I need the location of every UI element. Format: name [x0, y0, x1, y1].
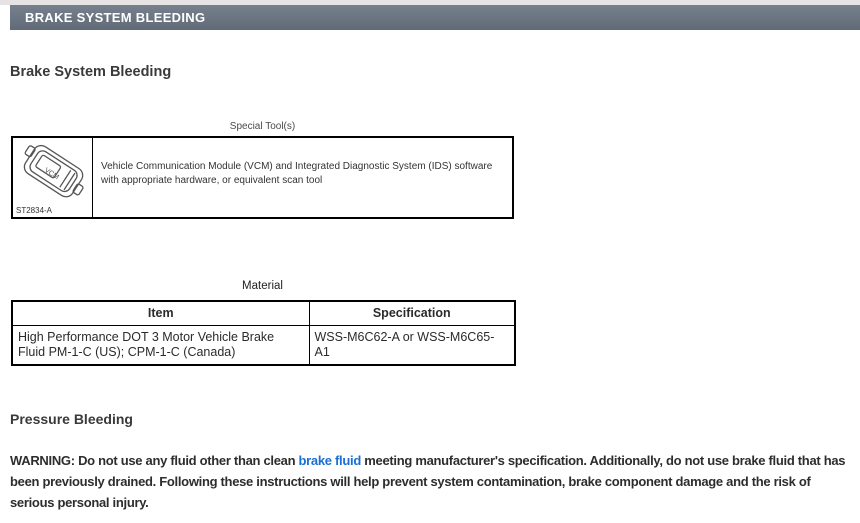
- material-table: Item Specification High Performance DOT …: [11, 300, 516, 366]
- brake-fluid-link[interactable]: brake fluid: [298, 453, 362, 468]
- material-table-row: High Performance DOT 3 Motor Vehicle Bra…: [11, 324, 516, 365]
- vcm-scan-tool-illustration: VCM: [23, 144, 84, 198]
- special-tools-table: VCM ST2834-A Vehicle Communication Modul…: [11, 136, 514, 219]
- special-tool-description-cell: Vehicle Communication Module (VCM) and I…: [93, 138, 512, 217]
- special-tool-image-cell: VCM ST2834-A: [13, 138, 93, 217]
- material-item-cell: High Performance DOT 3 Motor Vehicle Bra…: [11, 324, 310, 365]
- material-header-specification: Specification: [308, 300, 516, 326]
- warning-text-suffix: meeting manufacturer's specification. Ad…: [10, 453, 846, 510]
- section-header-bar: BRAKE SYSTEM BLEEDING: [10, 5, 860, 30]
- special-tool-description: Vehicle Communication Module (VCM) and I…: [101, 160, 493, 186]
- warning-text-prefix: WARNING: Do not use any fluid other than…: [10, 453, 299, 468]
- material-table-header-row: Item Specification: [11, 300, 516, 326]
- special-tools-caption: Special Tool(s): [229, 121, 296, 132]
- material-caption: Material: [242, 280, 283, 292]
- warning-paragraph: WARNING: Do not use any fluid other than…: [10, 450, 856, 513]
- special-tool-id-label: ST2834-A: [16, 206, 53, 215]
- vcm-device-text: VCM: [43, 167, 60, 181]
- section-header-title: BRAKE SYSTEM BLEEDING: [25, 10, 206, 25]
- material-header-item: Item: [11, 300, 310, 326]
- material-specification-cell: WSS-M6C62-A or WSS-M6C65-A1: [308, 324, 516, 365]
- page-title: Brake System Bleeding: [10, 64, 172, 80]
- pressure-bleeding-heading: Pressure Bleeding: [10, 411, 133, 427]
- top-divider-strip: [0, 0, 860, 5]
